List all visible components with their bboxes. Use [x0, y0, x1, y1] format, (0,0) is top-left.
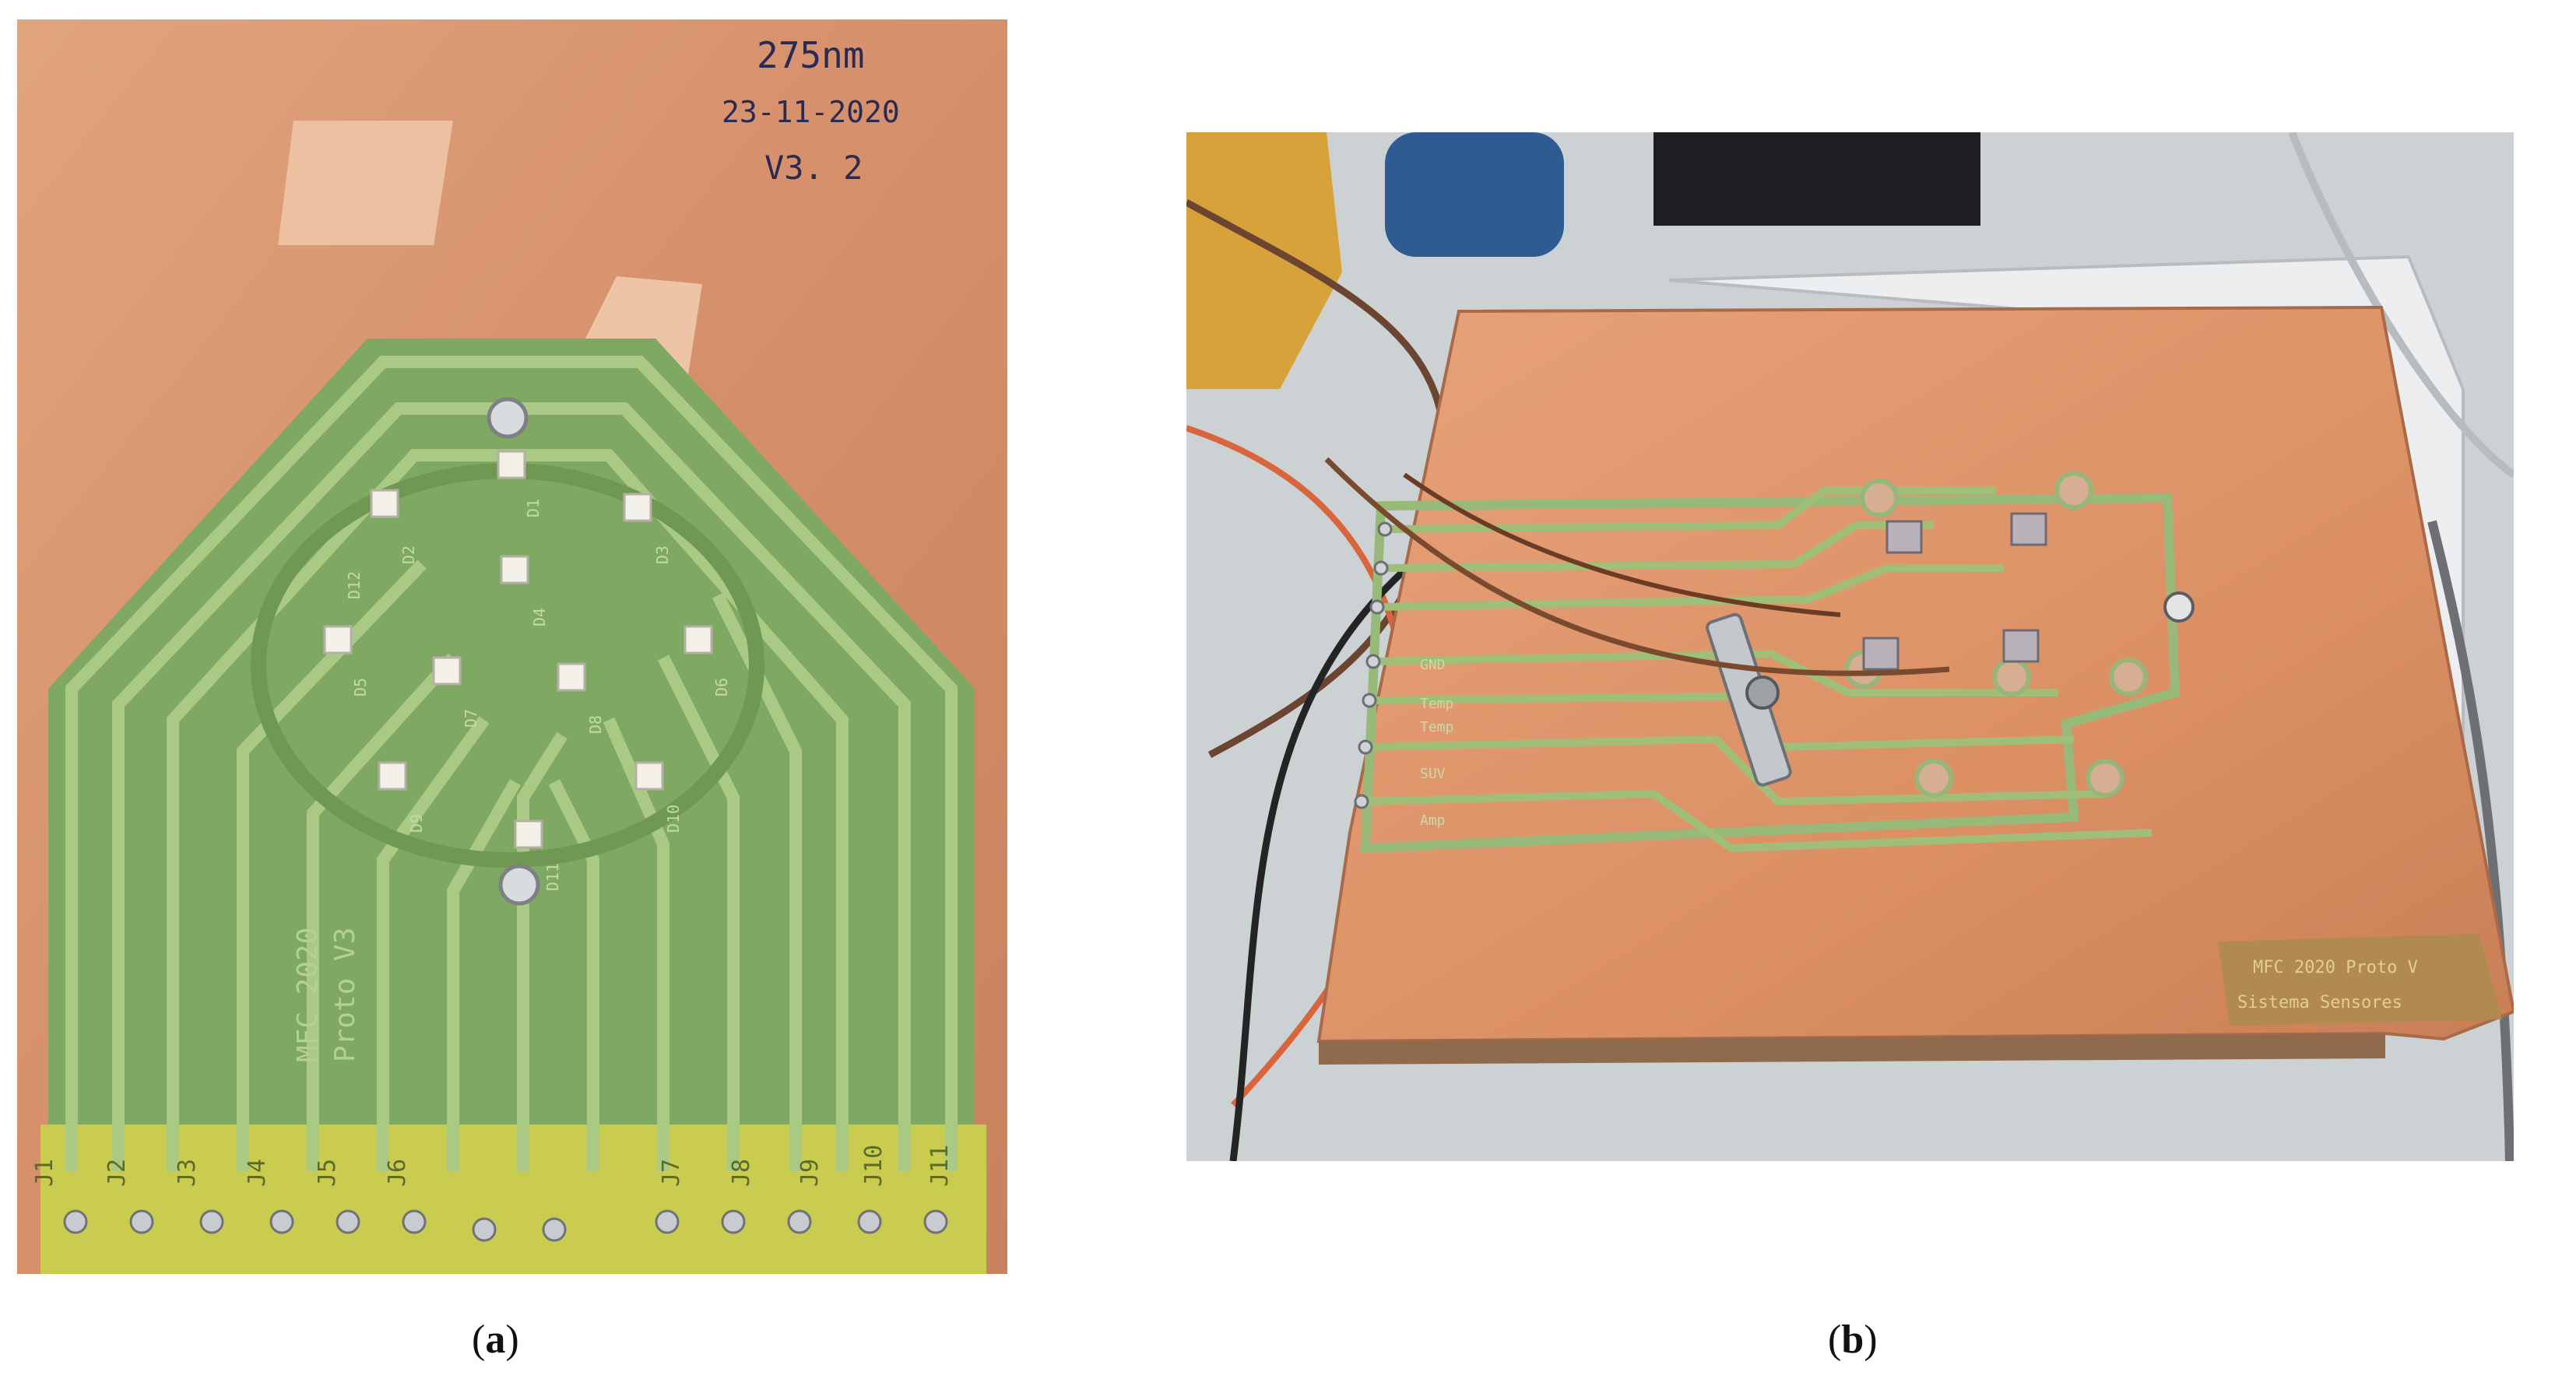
silkscreen-title-box	[2218, 934, 2502, 1026]
thermocouple-wire	[1324, 457, 1950, 676]
tape-patch	[278, 121, 453, 245]
trace-area	[1360, 493, 2181, 854]
svg-text:Proto V3: Proto V3	[329, 928, 361, 1062]
solder-joints	[1354, 521, 1393, 809]
led-label: D8	[586, 715, 605, 734]
led	[2002, 629, 2040, 663]
copper-board	[1316, 305, 2514, 1044]
screw	[487, 397, 529, 439]
connector-label: J4	[244, 1159, 271, 1187]
caption-a: (a)	[472, 1318, 519, 1362]
led-label: D5	[351, 678, 370, 697]
connector-label: J5	[314, 1159, 341, 1187]
led-d10	[634, 761, 664, 791]
screw	[498, 864, 540, 906]
led-d5	[323, 625, 353, 654]
blue-object	[1385, 132, 1564, 257]
led-label: D7	[462, 709, 480, 728]
led-d1	[497, 450, 526, 479]
svg-text:MFC 2020 Proto V: MFC 2020 Proto V	[2253, 958, 2418, 977]
connector-label: J10	[860, 1145, 887, 1187]
led-label: D10	[664, 805, 683, 833]
trace-label: Amp	[1420, 812, 1446, 829]
handwriting-wavelength: 275nm	[757, 34, 864, 76]
trace-group	[65, 356, 958, 1171]
silkscreen-title-b: MFC 2020 Proto V Sistema Sensores	[2237, 958, 2418, 1012]
photo-panel-a: 275nm 23-11-2020 V3. 2 MFC 2020 Proto V3…	[17, 19, 1007, 1274]
dark-box	[1653, 132, 1980, 226]
caption-b: (b)	[1828, 1318, 1878, 1362]
led-label: D3	[653, 546, 672, 564]
led-label: D11	[543, 863, 562, 891]
svg-text:Sistema Sensores: Sistema Sensores	[2237, 993, 2402, 1012]
led	[1885, 520, 1923, 554]
pcb-photo-b: GND Temp Temp SUV Amp MFC 2020 Proto V S…	[1186, 132, 2514, 1161]
pcb-photo-a: 275nm 23-11-2020 V3. 2 MFC 2020 Proto V3…	[17, 19, 1007, 1274]
connector-label: J3	[174, 1159, 201, 1187]
led	[2010, 512, 2047, 546]
multimeter	[1186, 132, 1342, 389]
led-group	[323, 450, 713, 849]
photo-panel-b: GND Temp Temp SUV Amp MFC 2020 Proto V S…	[1186, 132, 2514, 1161]
connector-labels: J1 J2 J3 J4 J5 J6 J7 J8 J9 J10 J11	[31, 1145, 954, 1187]
connector-strip	[40, 1125, 986, 1274]
led-labels: D1 D2 D3 D4 D5 D6 D7 D8 D9 D10 D11 D12	[345, 499, 731, 891]
trace-label: SUV	[1420, 766, 1446, 782]
cable	[2288, 132, 2514, 479]
trace-label: GND	[1420, 657, 1446, 673]
thermocouple-wire	[1403, 472, 1841, 617]
led-d6	[684, 625, 713, 654]
screw	[2163, 591, 2195, 623]
led-d3	[623, 493, 652, 522]
connector-label: J7	[658, 1159, 685, 1187]
connector-label: J8	[728, 1159, 755, 1187]
handwriting-date: 23-11-2020	[722, 95, 900, 129]
led-label: D6	[712, 678, 731, 697]
trace-label: Temp	[1420, 719, 1453, 735]
cable	[2427, 520, 2514, 1161]
handwriting-version: V3. 2	[764, 149, 863, 187]
connector-label: J6	[384, 1159, 411, 1187]
led-d8	[557, 662, 586, 692]
led-group	[1862, 512, 2047, 671]
silkscreen-title-a: MFC 2020 Proto V3	[292, 928, 361, 1062]
connector-label: J2	[104, 1159, 131, 1187]
clamp-screw	[1745, 675, 1780, 710]
connector-label: J1	[31, 1159, 58, 1187]
connector-label: J11	[926, 1145, 954, 1187]
led	[1862, 637, 1899, 671]
led-label: D9	[407, 814, 426, 833]
led-d4	[500, 555, 529, 584]
led-d2	[370, 489, 399, 518]
board-edge	[1319, 1033, 2385, 1065]
led-d7	[432, 656, 462, 686]
led-d11	[514, 819, 543, 849]
led-label: D2	[399, 546, 418, 564]
led-label: D12	[345, 571, 364, 599]
connector-label: J9	[796, 1159, 824, 1187]
svg-text:MFC 2020: MFC 2020	[292, 928, 324, 1062]
led-d9	[378, 761, 407, 791]
trace-label: Temp	[1420, 696, 1453, 712]
led-label: D4	[530, 608, 549, 626]
solder-joints	[63, 1209, 948, 1242]
trace-labels: GND Temp Temp SUV Amp	[1420, 657, 1453, 829]
led-label: D1	[524, 499, 543, 518]
